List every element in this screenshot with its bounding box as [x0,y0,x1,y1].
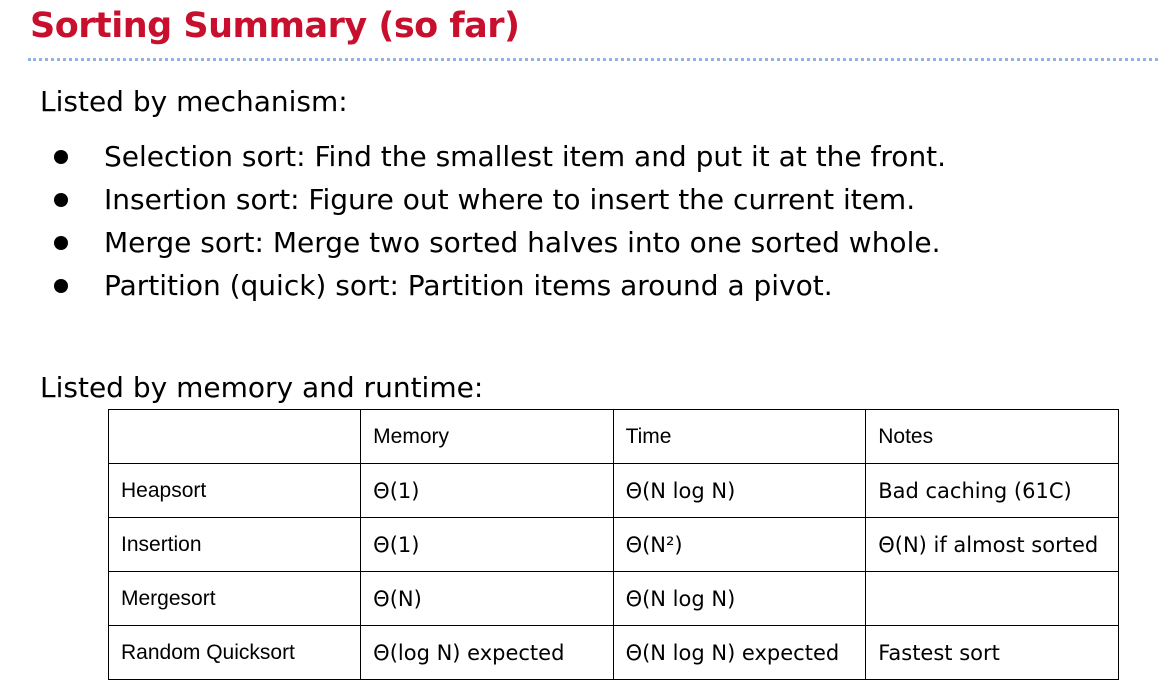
title-divider [28,58,1158,61]
bullet-icon [54,150,68,164]
list-item-text: Partition (quick) sort: Partition items … [104,269,833,302]
list-item: Merge sort: Merge two sorted halves into… [40,221,946,264]
table-row: Mergesort Θ(N) Θ(N log N) [107,571,1119,626]
mechanism-heading: Listed by mechanism: [40,85,348,118]
sort-name-cell: Mergesort [107,571,362,626]
time-cell: Θ(N log N) [612,571,867,626]
sort-name-cell: Random Quicksort [107,625,362,680]
memory-cell: Θ(log N) expected [360,625,614,680]
notes-cell: Bad caching (61C) [865,463,1119,518]
sort-name-cell: Insertion [107,517,362,572]
bullet-icon [54,279,68,293]
runtime-table: Memory Time Notes Heapsort Θ(1) Θ(N log … [107,409,1119,680]
list-item: Selection sort: Find the smallest item a… [40,135,946,178]
list-item: Partition (quick) sort: Partition items … [40,264,946,307]
bullet-icon [54,193,68,207]
header-cell: Memory [360,409,614,464]
time-cell: Θ(N log N) expected [612,625,867,680]
list-item-text: Insertion sort: Figure out where to inse… [104,183,916,216]
list-item-text: Selection sort: Find the smallest item a… [104,140,947,173]
sort-name-cell: Heapsort [107,463,362,518]
list-item: Insertion sort: Figure out where to inse… [40,178,946,221]
header-cell [107,409,362,464]
memory-cell: Θ(N) [360,571,614,626]
time-cell: Θ(N²) [612,517,867,572]
notes-cell [865,571,1119,626]
mechanism-list: Selection sort: Find the smallest item a… [40,135,946,307]
bullet-icon [54,236,68,250]
header-cell: Notes [865,409,1119,464]
notes-cell: Θ(N) if almost sorted [865,517,1119,572]
table-row: Heapsort Θ(1) Θ(N log N) Bad caching (61… [107,463,1119,518]
slide-title: Sorting Summary (so far) [30,6,520,46]
table-row: Random Quicksort Θ(log N) expected Θ(N l… [107,625,1119,680]
list-item-text: Merge sort: Merge two sorted halves into… [104,226,941,259]
table-header-row: Memory Time Notes [107,409,1119,464]
memory-cell: Θ(1) [360,463,614,518]
runtime-heading: Listed by memory and runtime: [40,371,484,404]
memory-cell: Θ(1) [360,517,614,572]
table-row: Insertion Θ(1) Θ(N²) Θ(N) if almost sort… [107,517,1119,572]
time-cell: Θ(N log N) [612,463,867,518]
notes-cell: Fastest sort [865,625,1119,680]
header-cell: Time [612,409,867,464]
